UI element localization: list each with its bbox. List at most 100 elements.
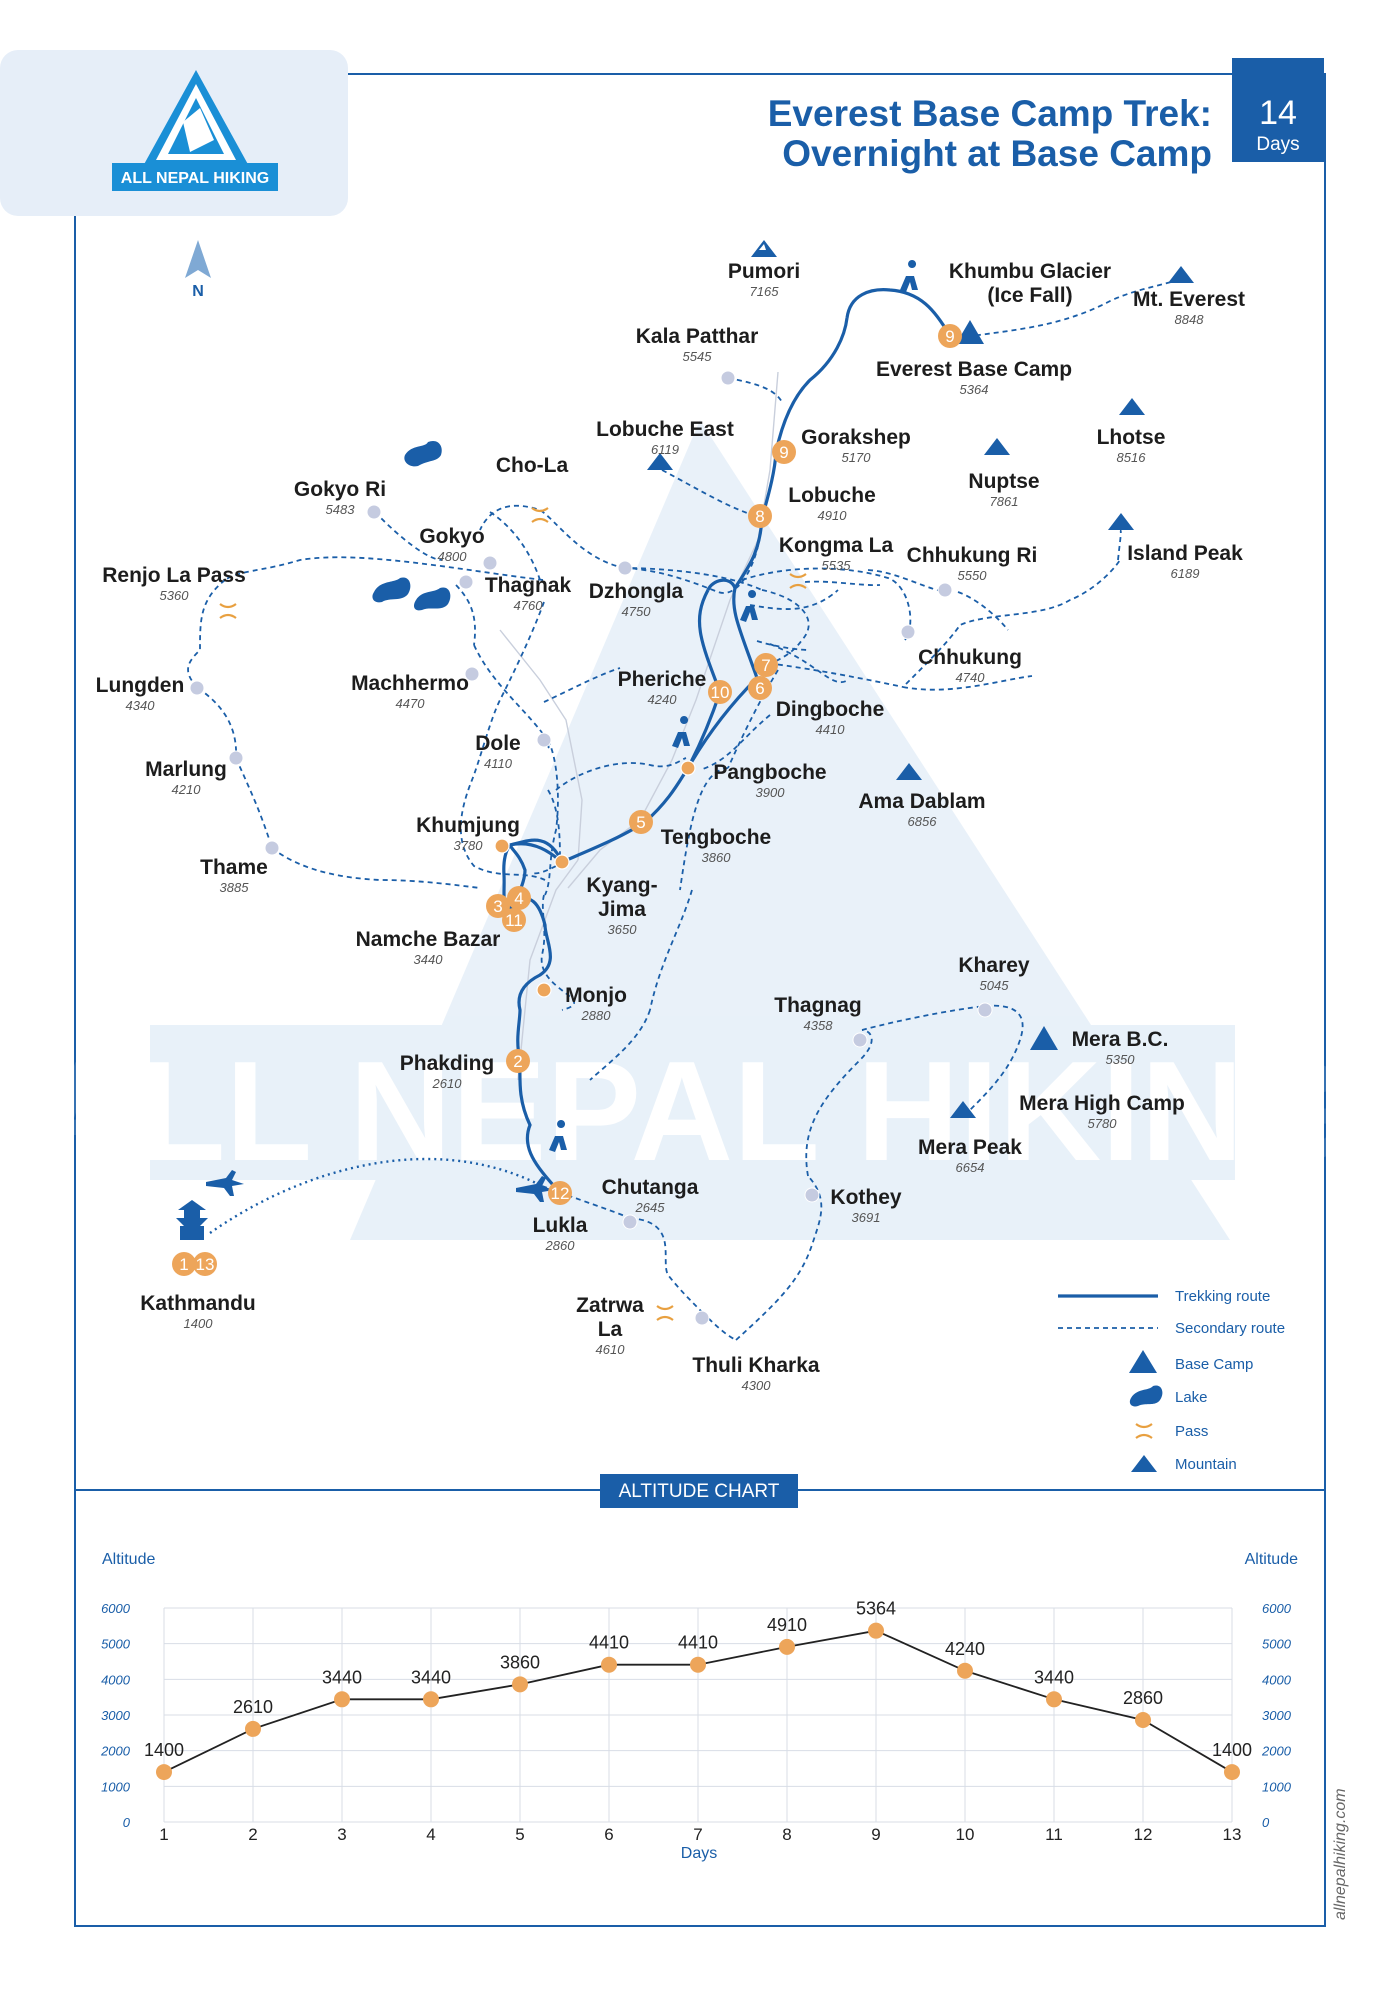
place-name: Chhukung Ri bbox=[907, 544, 1038, 567]
svg-text:8: 8 bbox=[755, 507, 764, 526]
x-tick-label: 5 bbox=[515, 1825, 524, 1844]
waypoint bbox=[264, 840, 280, 856]
airplane-icon bbox=[206, 1170, 244, 1196]
mountain-icon bbox=[751, 240, 777, 257]
place-name: Everest Base Camp bbox=[876, 358, 1072, 381]
svg-text:3: 3 bbox=[493, 897, 502, 916]
y-tick-label: 6000 bbox=[1262, 1601, 1292, 1616]
x-tick-label: 13 bbox=[1223, 1825, 1242, 1844]
x-tick-label: 8 bbox=[782, 1825, 791, 1844]
place-altitude: 5545 bbox=[683, 349, 713, 364]
place-name: Thame bbox=[200, 856, 268, 879]
place-altitude: 4300 bbox=[742, 1378, 772, 1393]
data-label: 3440 bbox=[322, 1667, 362, 1687]
legend-base-camp-icon bbox=[1129, 1350, 1157, 1373]
day-marker: 7 bbox=[754, 653, 778, 677]
waypoint bbox=[366, 504, 382, 520]
mountains bbox=[647, 240, 1194, 1118]
y-axis-label-right: Altitude bbox=[1245, 1551, 1298, 1568]
x-tick-label: 2 bbox=[248, 1825, 257, 1844]
day-marker: 4 bbox=[507, 886, 531, 910]
place-name: Kongma La bbox=[779, 534, 894, 557]
waypoint bbox=[617, 560, 633, 576]
lakes bbox=[372, 440, 451, 611]
svg-text:2: 2 bbox=[513, 1052, 522, 1071]
y-tick-label: 2000 bbox=[100, 1744, 131, 1759]
place-altitude: 5483 bbox=[326, 502, 356, 517]
place-altitude: 2880 bbox=[581, 1008, 612, 1023]
stop-dot bbox=[494, 838, 510, 854]
mountain-icon bbox=[984, 438, 1010, 455]
data-label: 4240 bbox=[945, 1639, 985, 1659]
place-name: Lobuche bbox=[788, 484, 876, 507]
place-altitude: 1400 bbox=[184, 1316, 214, 1331]
place-name: Lukla bbox=[533, 1214, 588, 1237]
place-name: Ama Dablam bbox=[858, 790, 985, 813]
place-name: Cho-La bbox=[496, 454, 569, 477]
place-name: Namche Bazar bbox=[356, 928, 501, 951]
place-altitude: 4358 bbox=[804, 1018, 834, 1033]
place-altitude: 6856 bbox=[908, 814, 938, 829]
passes bbox=[219, 507, 807, 1321]
hiker-icon bbox=[740, 590, 758, 622]
place-name: Dole bbox=[475, 732, 521, 755]
place-name: Kathmandu bbox=[140, 1292, 256, 1315]
place-altitude: 5045 bbox=[980, 978, 1010, 993]
x-tick-label: 3 bbox=[337, 1825, 346, 1844]
place-name: Thuli Kharka bbox=[692, 1354, 820, 1377]
svg-text:13: 13 bbox=[196, 1255, 215, 1274]
day-marker: 10 bbox=[708, 680, 732, 704]
data-label: 3860 bbox=[500, 1652, 540, 1672]
day-marker: 8 bbox=[748, 504, 772, 528]
place-altitude: 3860 bbox=[702, 850, 732, 865]
place-name: Khumjung bbox=[416, 814, 520, 837]
chart-title: ALTITUDE CHART bbox=[619, 1481, 780, 1502]
day-marker: 9 bbox=[938, 324, 962, 348]
day-marker: 12 bbox=[548, 1181, 572, 1205]
place-altitude: 6189 bbox=[1171, 566, 1200, 581]
legend-pass-label: Pass bbox=[1175, 1423, 1208, 1440]
data-point bbox=[245, 1720, 261, 1737]
mountain-icon bbox=[950, 1101, 976, 1118]
waypoint bbox=[977, 1002, 993, 1018]
waypoint bbox=[464, 666, 480, 682]
data-point bbox=[957, 1662, 973, 1679]
place-name: Pheriche bbox=[618, 668, 707, 691]
data-label: 1400 bbox=[1212, 1740, 1252, 1760]
page-border bbox=[74, 73, 1326, 1927]
place-name: Thagnak bbox=[485, 574, 572, 597]
data-label: 1400 bbox=[144, 1740, 184, 1760]
place-name: Zatrwa bbox=[576, 1294, 644, 1317]
logo-text: ALL NEPAL HIKING bbox=[121, 170, 269, 187]
data-label: 2860 bbox=[1123, 1688, 1163, 1708]
y-tick-label: 0 bbox=[1262, 1815, 1270, 1830]
place-altitude: 4340 bbox=[126, 698, 156, 713]
data-label: 4410 bbox=[589, 1633, 629, 1653]
data-point bbox=[512, 1676, 528, 1693]
x-axis-label: Days bbox=[681, 1845, 717, 1862]
hiker-icon bbox=[900, 260, 918, 292]
y-tick-label: 1000 bbox=[1262, 1779, 1292, 1794]
place-altitude: 4410 bbox=[816, 722, 846, 737]
stop-dot bbox=[680, 760, 696, 776]
y-tick-label: 0 bbox=[123, 1815, 131, 1830]
legend-trekking-label: Trekking route bbox=[1175, 1288, 1270, 1305]
place-name: Marlung bbox=[145, 758, 227, 781]
data-point bbox=[601, 1656, 617, 1673]
place-name: Monjo bbox=[565, 984, 627, 1007]
place-altitude: 8848 bbox=[1175, 312, 1205, 327]
place-name: Nuptse bbox=[968, 470, 1039, 493]
title-line-2: Overnight at Base Camp bbox=[782, 133, 1212, 174]
place-altitude: 4240 bbox=[648, 692, 678, 707]
compass-label: N bbox=[192, 283, 204, 300]
place-name: Gokyo Ri bbox=[294, 478, 386, 501]
flight-route bbox=[209, 1157, 541, 1234]
days-label: Days bbox=[1256, 134, 1299, 155]
place-altitude: 3650 bbox=[608, 922, 638, 937]
svg-text:4: 4 bbox=[514, 889, 523, 908]
mountain-icon bbox=[1168, 266, 1194, 283]
place-altitude: 5170 bbox=[842, 450, 872, 465]
